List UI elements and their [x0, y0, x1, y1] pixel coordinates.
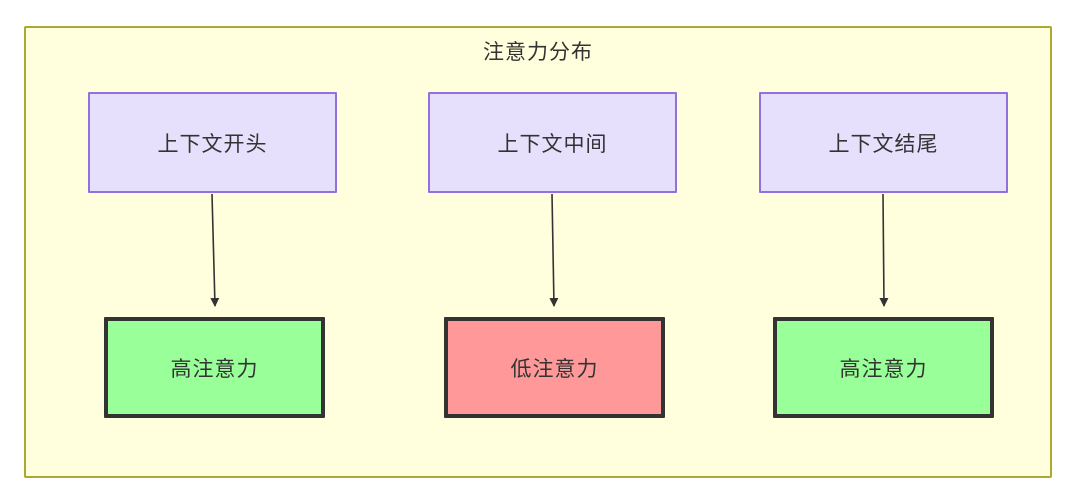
node-low-attention-middle[interactable]: 低注意力 [444, 317, 665, 418]
node-context-end[interactable]: 上下文结尾 [759, 92, 1008, 193]
node-high-attention-left[interactable]: 高注意力 [104, 317, 325, 418]
node-context-start[interactable]: 上下文开头 [88, 92, 337, 193]
subgraph-title: 注意力分布 [483, 41, 593, 64]
node-high-attention-right[interactable]: 高注意力 [773, 317, 994, 418]
node-context-middle[interactable]: 上下文中间 [428, 92, 677, 193]
